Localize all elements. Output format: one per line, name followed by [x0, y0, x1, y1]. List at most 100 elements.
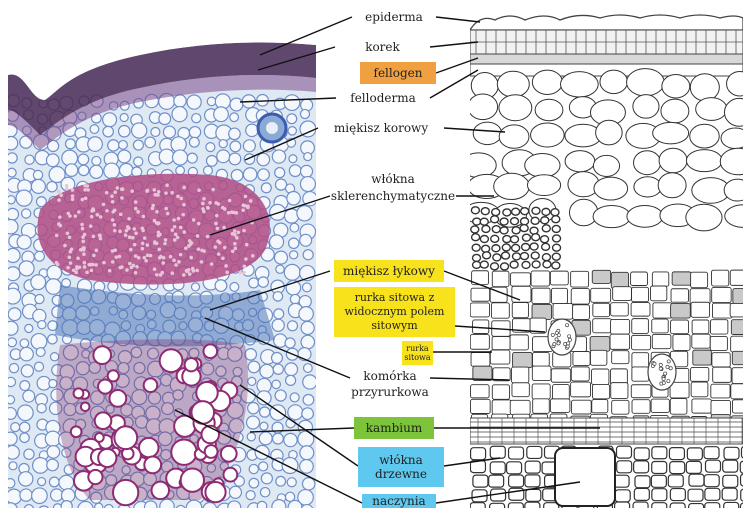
- photo-cell: [7, 153, 17, 163]
- photo-cell: [46, 279, 61, 294]
- photo-cell: [49, 477, 59, 487]
- phloem-cell: [611, 272, 628, 288]
- wood-cell: [473, 475, 488, 487]
- phloem-cell: [692, 334, 710, 348]
- cortex-cell: [569, 199, 597, 225]
- cortex-cell: [653, 122, 689, 144]
- fibre-dot: [127, 226, 131, 230]
- fibre-dot: [197, 222, 201, 226]
- fibre-dot: [221, 206, 225, 210]
- wood-cell: [616, 446, 631, 458]
- wood-cell: [489, 475, 504, 487]
- fibre-dot: [83, 188, 87, 192]
- fibre-dot: [187, 268, 191, 272]
- phloem-cell: [691, 302, 710, 317]
- phloem-cell: [592, 270, 610, 283]
- fibre-dot: [172, 259, 176, 263]
- label-rurka-pole-line1: rurka sitowa z: [355, 291, 435, 305]
- wood-cell: [634, 448, 649, 460]
- phloem-cell: [532, 384, 550, 399]
- photo-cell: [18, 405, 34, 421]
- cortex-cell: [627, 205, 663, 227]
- xylem-vessel: [205, 445, 218, 458]
- cortex-cell: [565, 151, 595, 172]
- cortex-cell: [461, 153, 496, 178]
- fibre-dot: [113, 190, 117, 194]
- photo-cell: [65, 164, 78, 177]
- fibre-dot: [91, 207, 95, 211]
- photo-cell: [6, 479, 15, 488]
- cortex-cell: [497, 71, 529, 97]
- wood-cell: [617, 461, 632, 473]
- photo-cell: [191, 283, 199, 291]
- phloem-cell: [553, 304, 573, 320]
- xylem-vessel: [221, 446, 237, 462]
- sclerenchyma-cell: [512, 244, 520, 251]
- wood-cell: [723, 475, 738, 487]
- photo-cell: [273, 364, 283, 374]
- fibre-dot: [170, 191, 174, 195]
- cortex-cell: [686, 150, 722, 172]
- photo-cell: [119, 141, 128, 150]
- phloem-cell: [511, 273, 531, 286]
- photo-cell: [8, 308, 21, 321]
- photo-cell: [219, 140, 227, 148]
- phloem-cell: [553, 385, 570, 401]
- sclerenchyma-cell: [542, 254, 550, 261]
- fibre-dot: [157, 221, 161, 225]
- photo-cell: [276, 476, 286, 486]
- phloem-cell: [632, 335, 651, 349]
- fibre-dot: [83, 261, 87, 265]
- wood-cell: [508, 503, 523, 508]
- phloem-cell: [673, 335, 690, 351]
- fibre-dot: [174, 233, 178, 237]
- sclerenchyma-cell: [492, 226, 500, 233]
- fibre-dot: [200, 260, 204, 264]
- sieve-pore: [659, 363, 662, 366]
- fibre-dot: [131, 236, 135, 240]
- sclerenchyma-cell: [520, 253, 528, 260]
- fibre-dot: [87, 263, 91, 267]
- fibre-dot: [71, 197, 75, 201]
- sclerenchyma-cell: [522, 234, 530, 241]
- fibre-dot: [163, 242, 167, 246]
- phloem-cell: [490, 350, 510, 364]
- label-komorka-line1: komórka: [350, 369, 430, 383]
- fibre-dot: [214, 222, 218, 226]
- phloem-cell: [492, 337, 510, 350]
- sclerenchyma-cell: [530, 243, 538, 250]
- photo-cell: [38, 478, 46, 486]
- fibre-dot: [90, 269, 94, 273]
- fibre-dot: [58, 215, 62, 219]
- fibre-dot: [141, 242, 145, 246]
- fibre-dot: [118, 230, 122, 234]
- photo-cell: [272, 380, 281, 389]
- phloem-cell: [493, 368, 510, 381]
- wood-cell: [634, 461, 649, 473]
- fibre-dot: [92, 254, 96, 258]
- fibre-dot: [114, 255, 118, 259]
- sclerenchyma-cell: [500, 218, 508, 225]
- wood-cell: [615, 490, 630, 502]
- fibre-dot: [127, 217, 131, 221]
- fibre-dot: [134, 271, 138, 275]
- fibre-dot: [92, 235, 96, 239]
- label-fellogen: fellogen: [360, 62, 436, 84]
- xylem-vessel: [139, 438, 158, 457]
- phloem-cell: [533, 399, 550, 414]
- fibre-dot: [243, 264, 247, 268]
- photo-cell: [287, 192, 300, 205]
- label-rurka-pole-line3: sitowym: [371, 319, 417, 333]
- photo-cell: [104, 504, 113, 508]
- wood-cell: [509, 475, 524, 487]
- photo-cell: [248, 402, 259, 413]
- fibre-dot: [143, 236, 147, 240]
- phloem-cell: [590, 337, 610, 352]
- wood-cell: [525, 502, 540, 508]
- xylem-vessel: [185, 358, 198, 371]
- photo-cell: [303, 375, 317, 389]
- photo-cell: [11, 423, 20, 432]
- fibre-dot: [162, 256, 166, 260]
- phloem-cell: [591, 288, 611, 302]
- phloem-cell: [692, 320, 709, 334]
